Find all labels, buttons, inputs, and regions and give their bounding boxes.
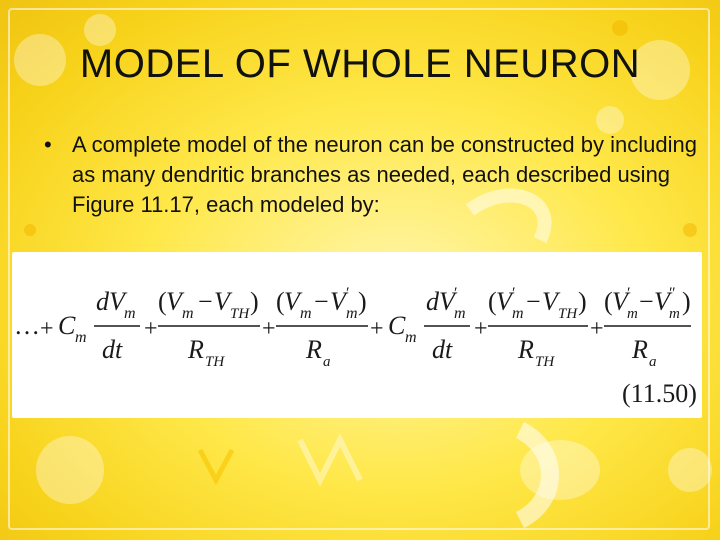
eq-minus: − [314,287,329,316]
eq-sub-m: m [627,306,638,322]
eq-sub-m: m [124,305,136,322]
eq-sub-m: m [512,305,524,322]
eq-V: V [166,287,185,316]
eq-dt: dt [432,335,453,364]
eq-plus: + [590,316,604,342]
eq-V: V [284,287,303,316]
eq-plus: + [40,316,54,342]
eq-V: V [330,287,349,316]
eq-sub-m: m [405,329,417,346]
equation-11-50: … + C m dV m dt + ( V m − V TH ) [14,285,697,408]
eq-V: V [496,287,515,316]
eq-dV: dV [96,287,128,316]
eq-double-prime: ″ [669,285,676,302]
eq-plus: + [144,316,158,342]
eq-V: V [612,287,631,316]
equation-number: (11.50) [622,379,697,408]
eq-lparen: ( [604,287,613,316]
eq-prime: ′ [454,285,458,302]
eq-lparen: ( [158,287,167,316]
eq-prime: ′ [512,285,516,302]
eq-V: V [654,287,673,316]
eq-minus: − [639,287,654,316]
eq-prime: ′ [627,285,631,302]
slide-frame [8,8,710,530]
eq-R: R [631,335,648,364]
eq-rparen: ) [250,287,259,316]
eq-dt: dt [102,335,123,364]
eq-sub-TH: TH [230,306,250,322]
eq-R: R [305,335,322,364]
equation-panel: … + C m dV m dt + ( V m − V TH ) [12,252,702,418]
eq-sub-a: a [323,354,331,370]
eq-rparen: ) [358,287,367,316]
slide-title: MODEL OF WHOLE NEURON [79,42,641,86]
eq-sub-a: a [649,354,657,370]
eq-plus: + [262,316,276,342]
eq-capacitance: C [388,311,406,340]
eq-sub-m: m [75,329,87,346]
eq-minus: − [526,287,541,316]
eq-lparen: ( [488,287,497,316]
eq-minus: − [198,287,213,316]
eq-dV: dV [426,287,458,316]
eq-sub-TH: TH [558,306,578,322]
eq-lparen: ( [276,287,285,316]
eq-plus: + [370,316,384,342]
eq-sub-m: m [182,305,194,322]
eq-sub-m: m [669,306,680,322]
eq-sub-TH: TH [535,354,555,370]
eq-prime: ′ [346,285,350,302]
eq-R: R [517,335,534,364]
eq-V: V [214,287,233,316]
bullet-text: A complete model of the neuron can be co… [72,132,697,217]
eq-leading-dots: … [14,311,40,340]
bullet-item: • A complete model of the neuron can be … [44,130,704,220]
eq-sub-m: m [346,305,358,322]
eq-V: V [542,287,561,316]
eq-rparen: ) [682,287,691,316]
eq-sub-m: m [454,305,466,322]
eq-rparen: ) [578,287,587,316]
eq-sub-m: m [300,305,312,322]
eq-capacitance: C [58,311,76,340]
eq-sub-TH: TH [205,354,225,370]
eq-R: R [187,335,204,364]
eq-plus: + [474,316,488,342]
bullet-marker: • [44,132,52,157]
